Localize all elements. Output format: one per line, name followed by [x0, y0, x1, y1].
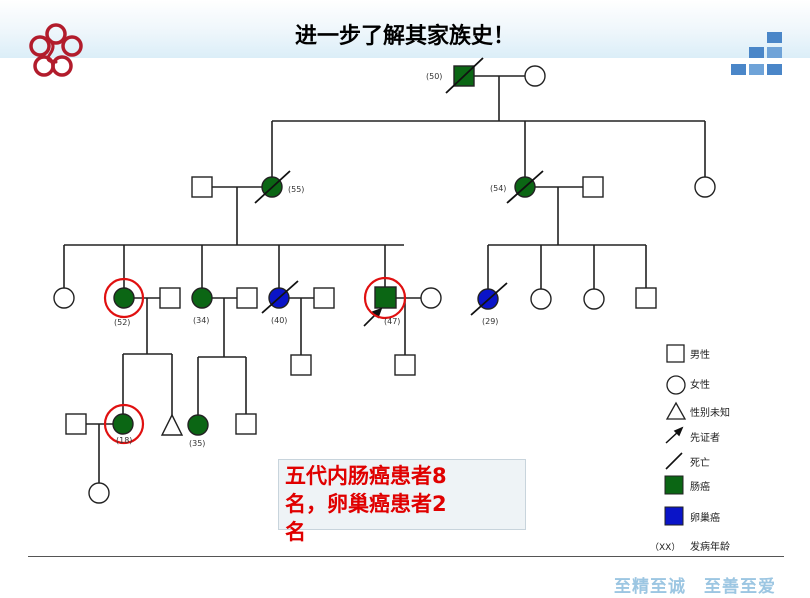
gen3-female-3-colorectal: [191, 287, 213, 309]
legend-colorectal-label: 肠癌: [690, 480, 710, 493]
age-labels: (50) (55) (54) (52) (34) (40) (47) (29) …: [114, 72, 506, 448]
legend-proband-label: 先证者: [690, 432, 720, 444]
legend-onset-symbol: （XX）: [650, 542, 680, 553]
callout-line: 名: [285, 520, 306, 544]
gen2-male-right: [582, 176, 604, 198]
age-label: (18): [116, 436, 132, 445]
footer-divider: [28, 556, 784, 557]
gen1-female: [524, 65, 546, 87]
callout-line: 名，卵巢癌患者2: [285, 492, 447, 516]
legend-unknown-symbol: [665, 401, 687, 420]
gen3-male-spouse-3: [236, 287, 258, 309]
slide-title: 进一步了解其家族史！: [294, 23, 515, 49]
gen3-female-spouse-proband: [420, 287, 442, 309]
gen3-male-spouse-4: [313, 287, 335, 309]
highlight-rings: [103, 276, 407, 445]
legend-deceased-label: 死亡: [690, 456, 710, 469]
age-label: (35): [189, 439, 205, 448]
gen4-female-1-colorectal: [112, 413, 134, 435]
age-label: (55): [288, 185, 304, 194]
gen4-female-2-colorectal: [187, 414, 209, 436]
gen4-male-child-proband: [394, 354, 416, 376]
gen3-female-right-3: [583, 288, 605, 310]
gen3-female-right-2: [530, 288, 552, 310]
footer-slogan: 至精至诚 至善至爱: [614, 577, 776, 597]
legend-female-label: 女性: [690, 378, 710, 391]
legend-proband-arrow-icon: [665, 426, 684, 444]
gen2-female-far-right: [694, 176, 716, 198]
age-label: (34): [193, 316, 209, 325]
legend: 男性 女性 性别未知 先证者 死亡 肠癌 卵巢癌 （XX） 发病年龄: [650, 344, 730, 553]
gen5-female: [88, 482, 110, 504]
callout-line: 五代内肠癌患者8: [285, 464, 447, 488]
legend-onset-label: 发病年龄: [690, 540, 730, 553]
legend-ovarian-label: 卵巢癌: [690, 511, 720, 524]
hospital-logo: [29, 23, 83, 77]
legend-unknown-label: 性别未知: [690, 406, 730, 419]
gen2-male-left: [191, 176, 213, 198]
age-label: (29): [482, 317, 498, 326]
summary-callout: 五代内肠癌患者8 名，卵巢癌患者2 名: [278, 459, 526, 544]
legend-male-symbol: [666, 344, 685, 363]
legend-deceased-slash: [665, 452, 683, 470]
gen3-female-2-colorectal: [113, 287, 135, 309]
gen4-male-spouse: [65, 413, 87, 435]
pedigree-lines: [63, 75, 706, 483]
gen3-male-right-4: [635, 287, 657, 309]
age-label: (40): [271, 316, 287, 325]
legend-colorectal-swatch: [664, 475, 684, 495]
header-band: [0, 0, 810, 58]
legend-female-symbol: [666, 375, 686, 395]
gen4-male-child-4: [290, 354, 312, 376]
legend-male-label: 男性: [690, 348, 710, 361]
legend-ovarian-swatch: [664, 506, 684, 526]
age-label: (47): [384, 317, 400, 326]
tile-icon: [731, 32, 782, 75]
gen4-male-child-3: [235, 413, 257, 435]
gen3-proband-male-colorectal: [374, 286, 397, 309]
pedigree-individuals: [53, 65, 716, 504]
gen3-male-spouse-2: [159, 287, 181, 309]
age-label: (54): [490, 184, 506, 193]
deceased-marks: [254, 57, 544, 316]
age-label: (52): [114, 318, 130, 327]
age-label: (50): [426, 72, 442, 81]
gen3-female-1: [53, 287, 75, 309]
gen4-unknown-sex: [160, 413, 184, 436]
